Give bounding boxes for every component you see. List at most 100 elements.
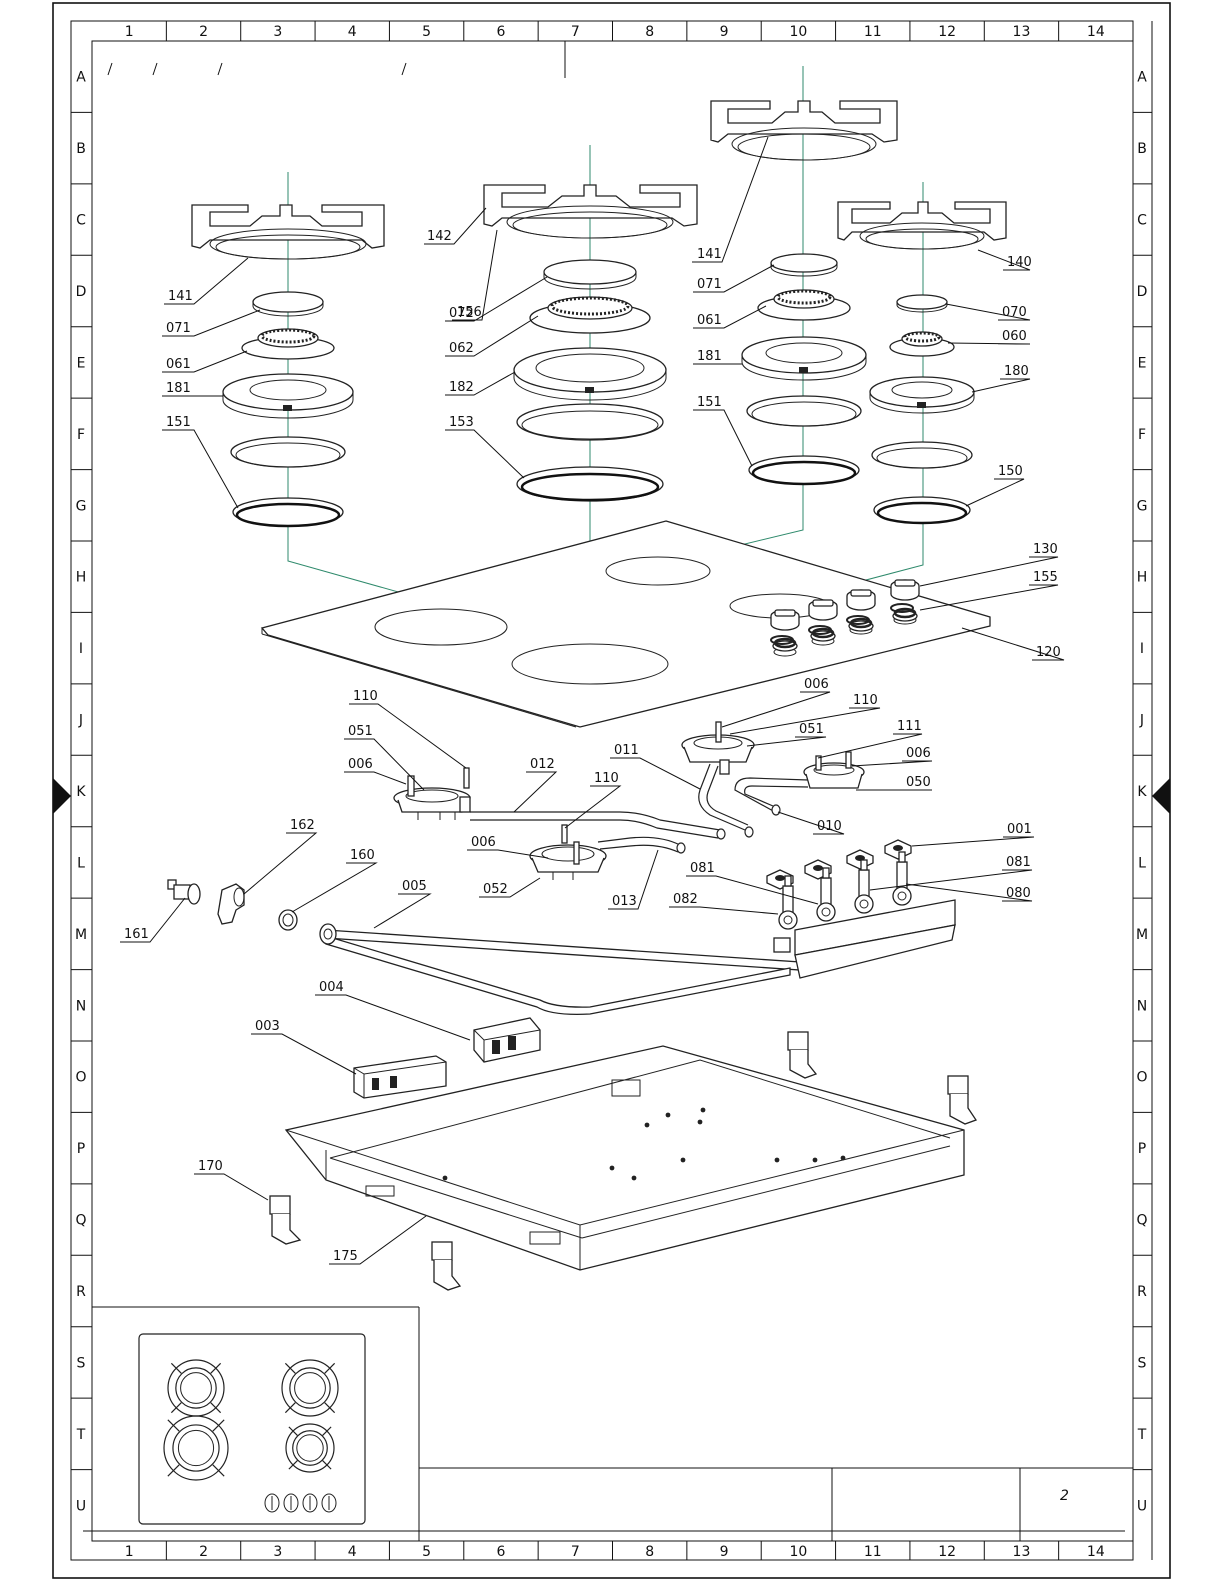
row-label-left: O: [75, 1070, 86, 1086]
elbow-162: [217, 883, 245, 925]
callout-162: 162: [290, 818, 315, 833]
row-label-right: M: [1136, 927, 1148, 943]
leader-line: [162, 350, 248, 373]
bottom-tray: [284, 1045, 965, 1271]
callout-006: 006: [348, 757, 373, 772]
leader-line: [971, 378, 1031, 393]
row-label-right: N: [1137, 998, 1147, 1014]
column-label-top: 3: [273, 24, 282, 40]
callout-141: 141: [168, 289, 193, 304]
row-label-left: S: [77, 1355, 86, 1371]
leader-line: [721, 691, 831, 728]
column-label-top: 11: [864, 24, 882, 40]
column-label-top: 7: [571, 24, 580, 40]
trim-ring-middle: [513, 347, 667, 401]
leader-line: [120, 897, 186, 943]
leader-line: [608, 849, 659, 910]
burner-crown-back: [757, 289, 851, 321]
leader-line: [291, 862, 378, 913]
column-label-bottom: 10: [789, 1544, 807, 1560]
row-label-right: G: [1137, 498, 1148, 514]
callout-110: 110: [594, 771, 619, 786]
column-label-bottom: 14: [1087, 1544, 1105, 1560]
callout-080: 080: [1006, 886, 1031, 901]
callout-062: 062: [449, 341, 474, 356]
callout-140: 140: [1007, 255, 1032, 270]
callout-110: 110: [853, 693, 878, 708]
leader-line: [467, 849, 549, 859]
leader-line: [965, 478, 1025, 507]
burner-body-back: [681, 721, 755, 775]
column-label-bottom: 1: [125, 1544, 134, 1560]
burner-cap-middle: [543, 259, 637, 290]
trim-ring-right: [869, 376, 975, 414]
seals-left: [230, 436, 346, 528]
callout-160: 160: [350, 848, 375, 863]
sheet-inner-frame: [70, 20, 1134, 1561]
callout-070: 070: [1002, 305, 1027, 320]
row-label-left: P: [77, 1141, 85, 1157]
burner-body-left: [393, 767, 471, 820]
inlet-fittings: [167, 879, 298, 931]
row-label-right: F: [1138, 427, 1146, 443]
callout-012: 012: [530, 757, 555, 772]
callout-111: 111: [897, 719, 922, 734]
column-label-top: 13: [1013, 24, 1031, 40]
row-label-right: D: [1137, 284, 1148, 300]
leader-line: [243, 832, 318, 895]
burner-crown-right: [889, 331, 955, 357]
row-label-right: L: [1138, 855, 1146, 871]
callout-161: 161: [124, 927, 149, 942]
leader-line: [445, 371, 516, 396]
leader-line: [692, 136, 769, 263]
column-label-top: 5: [422, 24, 431, 40]
row-label-right: H: [1137, 570, 1148, 586]
inset-hob-outline: [138, 1333, 366, 1525]
row-label-right: C: [1137, 213, 1147, 229]
callout-156: 156: [457, 305, 482, 320]
callout-006: 006: [471, 835, 496, 850]
callout-051: 051: [348, 724, 373, 739]
burner-cap-left: [252, 291, 324, 317]
title-block: 2: [83, 1467, 1133, 1541]
pan-support-left: [191, 204, 385, 260]
nozzle-161: [167, 879, 201, 905]
column-label-bottom: 6: [497, 1544, 506, 1560]
callout-081: 081: [1006, 855, 1031, 870]
leader-line: [349, 703, 467, 769]
column-label-bottom: 5: [422, 1544, 431, 1560]
callout-071: 071: [697, 277, 722, 292]
row-label-left: H: [76, 570, 87, 586]
leader-line: [919, 556, 1059, 587]
callout-013: 013: [612, 894, 637, 909]
leader-line: [947, 342, 1031, 345]
callout-051: 051: [799, 722, 824, 737]
control-unit-004: [473, 1017, 541, 1063]
center-mark-left: [53, 778, 71, 814]
callout-052: 052: [483, 882, 508, 897]
callout-072: 072: [449, 306, 474, 321]
column-label-top: 9: [720, 24, 729, 40]
leader-line: [686, 875, 819, 905]
callout-182: 182: [449, 380, 474, 395]
column-label-bottom: 13: [1013, 1544, 1031, 1560]
seals-right: [871, 441, 973, 525]
column-label-top: 2: [199, 24, 208, 40]
row-label-right: U: [1137, 1498, 1147, 1514]
leader-line: [851, 760, 933, 767]
leader-line: [777, 811, 845, 835]
callout-006: 006: [804, 677, 829, 692]
callout-006: 006: [906, 746, 931, 761]
leader-line: [693, 264, 775, 293]
row-label-left: K: [76, 784, 86, 800]
row-label-left: Q: [75, 1213, 86, 1229]
callout-170: 170: [198, 1159, 223, 1174]
callout-142: 142: [427, 229, 452, 244]
leader-line: [194, 1173, 269, 1201]
callout-153: 153: [449, 415, 474, 430]
row-label-right: J: [1139, 713, 1144, 729]
leader-line: [905, 883, 1033, 902]
column-label-top: 10: [789, 24, 807, 40]
